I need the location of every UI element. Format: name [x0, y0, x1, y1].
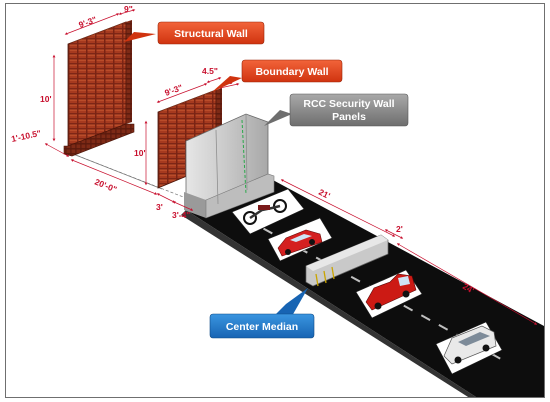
callout-rcc-line-1: RCC Security Wall — [303, 98, 394, 110]
callout-boundary-wall-label: Boundary Wall — [255, 66, 328, 78]
security-wall-diagram: 9'-3" 9" 10' 1'-10.5" 20'-0" 9'-3" 4.5" … — [10, 4, 544, 397]
dim-sw-base-width: 1'-10.5" — [10, 128, 42, 144]
structural-wall — [63, 20, 135, 157]
dim-median-width: 2' — [396, 224, 403, 234]
dim-bw-height: 10' — [134, 148, 145, 158]
dim-bw-bottom-right: 3'-4" — [172, 210, 190, 220]
dim-gap-1: 20'-0" — [93, 177, 118, 195]
white-van-icon — [435, 321, 503, 375]
callout-rcc-line-2: Panels — [332, 111, 366, 123]
dim-bw-top-mid: 4.5" — [202, 66, 218, 76]
dim-road-length-1: 21' — [317, 187, 332, 201]
diagram-frame: 9'-3" 9" 10' 1'-10.5" 20'-0" 9'-3" 4.5" … — [5, 3, 545, 398]
dimension-lines — [44, 9, 538, 325]
rcc-security-wall-panels — [184, 113, 275, 219]
callout-boundary-wall: Boundary Wall — [212, 59, 343, 92]
center-median — [305, 234, 389, 287]
callout-rcc-security-wall-panels: RCC Security Wall Panels — [264, 93, 409, 127]
dim-sw-top-left: 9'-3" — [77, 14, 98, 30]
dim-bw-top-left: 9'-3" — [163, 82, 184, 98]
dim-road-length-2: 24' — [461, 281, 476, 295]
callout-center-median-label: Center Median — [226, 321, 298, 333]
dim-sw-height: 10' — [40, 94, 51, 104]
callout-structural-wall: Structural Wall — [124, 21, 265, 45]
dim-sw-top-right: 9" — [124, 4, 133, 14]
callout-structural-wall-label: Structural Wall — [174, 28, 248, 40]
callout-center-median: Center Median — [209, 288, 315, 339]
dim-bw-bottom-left: 3' — [156, 202, 163, 212]
